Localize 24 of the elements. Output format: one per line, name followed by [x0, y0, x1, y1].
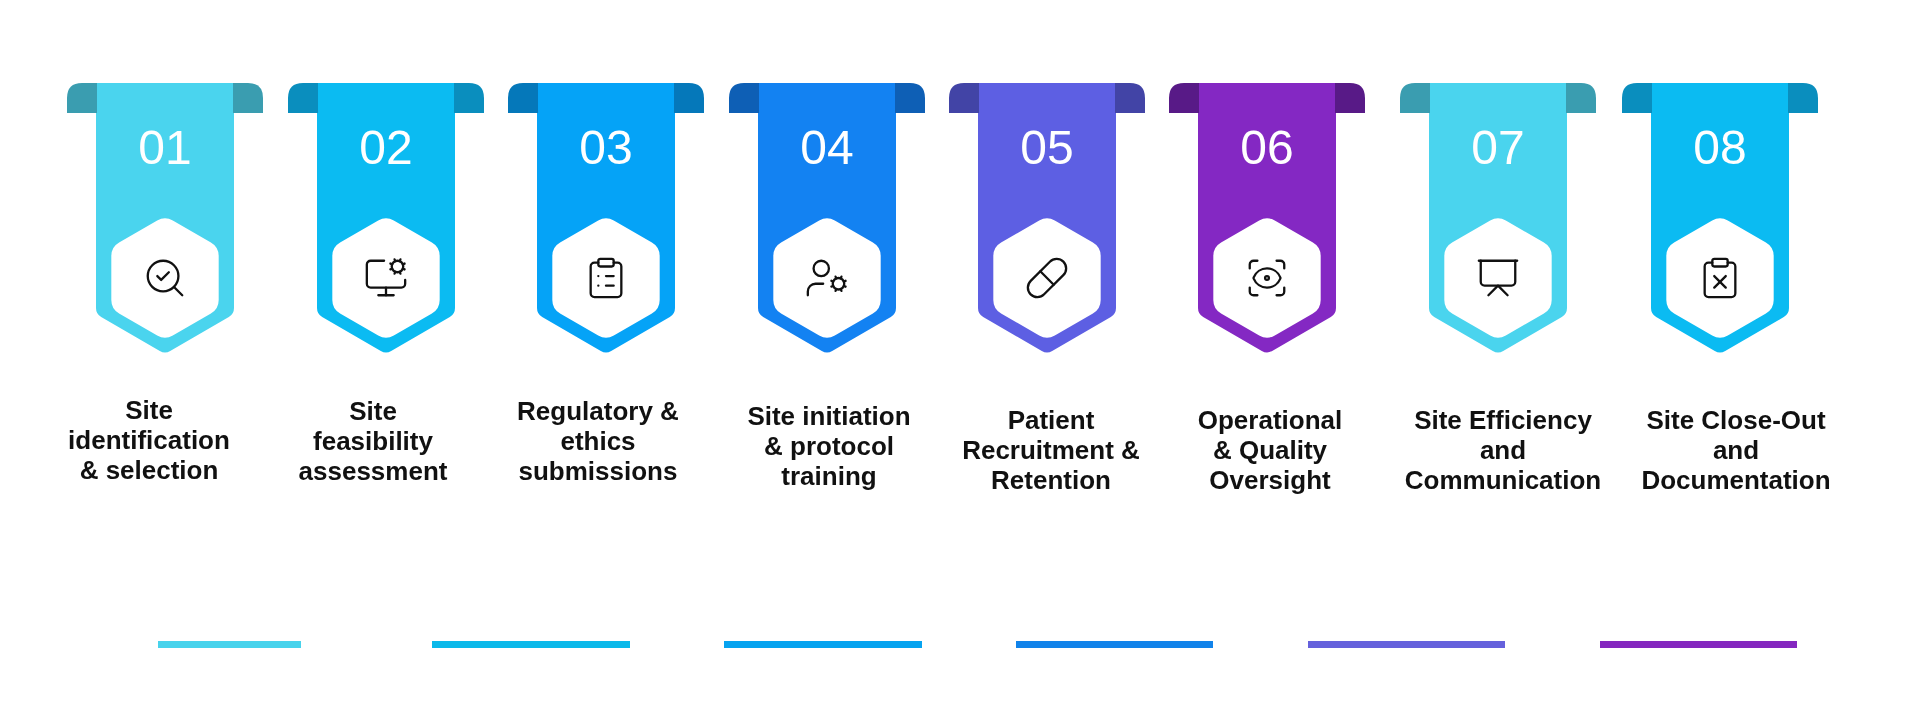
ribbon-banner — [1622, 83, 1818, 355]
step-number: 08 — [1693, 124, 1747, 172]
step-caption: Site initiation & protocol training — [746, 401, 912, 491]
step-number: 04 — [800, 124, 854, 172]
step-caption: Site identification & selection — [67, 395, 231, 485]
step-caption: Regulatory & ethics submissions — [516, 396, 680, 486]
ribbon-banner — [729, 83, 925, 355]
step-caption: Patient Recruitment & Retention — [961, 405, 1141, 495]
step-caption: Operational & Quality Oversight — [1196, 405, 1344, 495]
step-caption: Site Close-Out and Documentation — [1640, 405, 1832, 495]
step-number: 06 — [1240, 124, 1294, 172]
ribbon-banner — [949, 83, 1145, 355]
ribbon-banner — [508, 83, 704, 355]
step-number: 03 — [579, 124, 633, 172]
ribbon-banner — [288, 83, 484, 355]
ribbon-banner — [67, 83, 263, 355]
ribbon-banner — [1169, 83, 1365, 355]
step-caption: Site feasibility assessment — [297, 396, 449, 486]
step-caption: Site Efficiency and Communication — [1403, 405, 1603, 495]
step-number: 07 — [1471, 124, 1525, 172]
step-number: 02 — [359, 124, 413, 172]
ribbon-banner — [1400, 83, 1596, 355]
step-number: 01 — [138, 124, 192, 172]
step-number: 05 — [1020, 124, 1074, 172]
